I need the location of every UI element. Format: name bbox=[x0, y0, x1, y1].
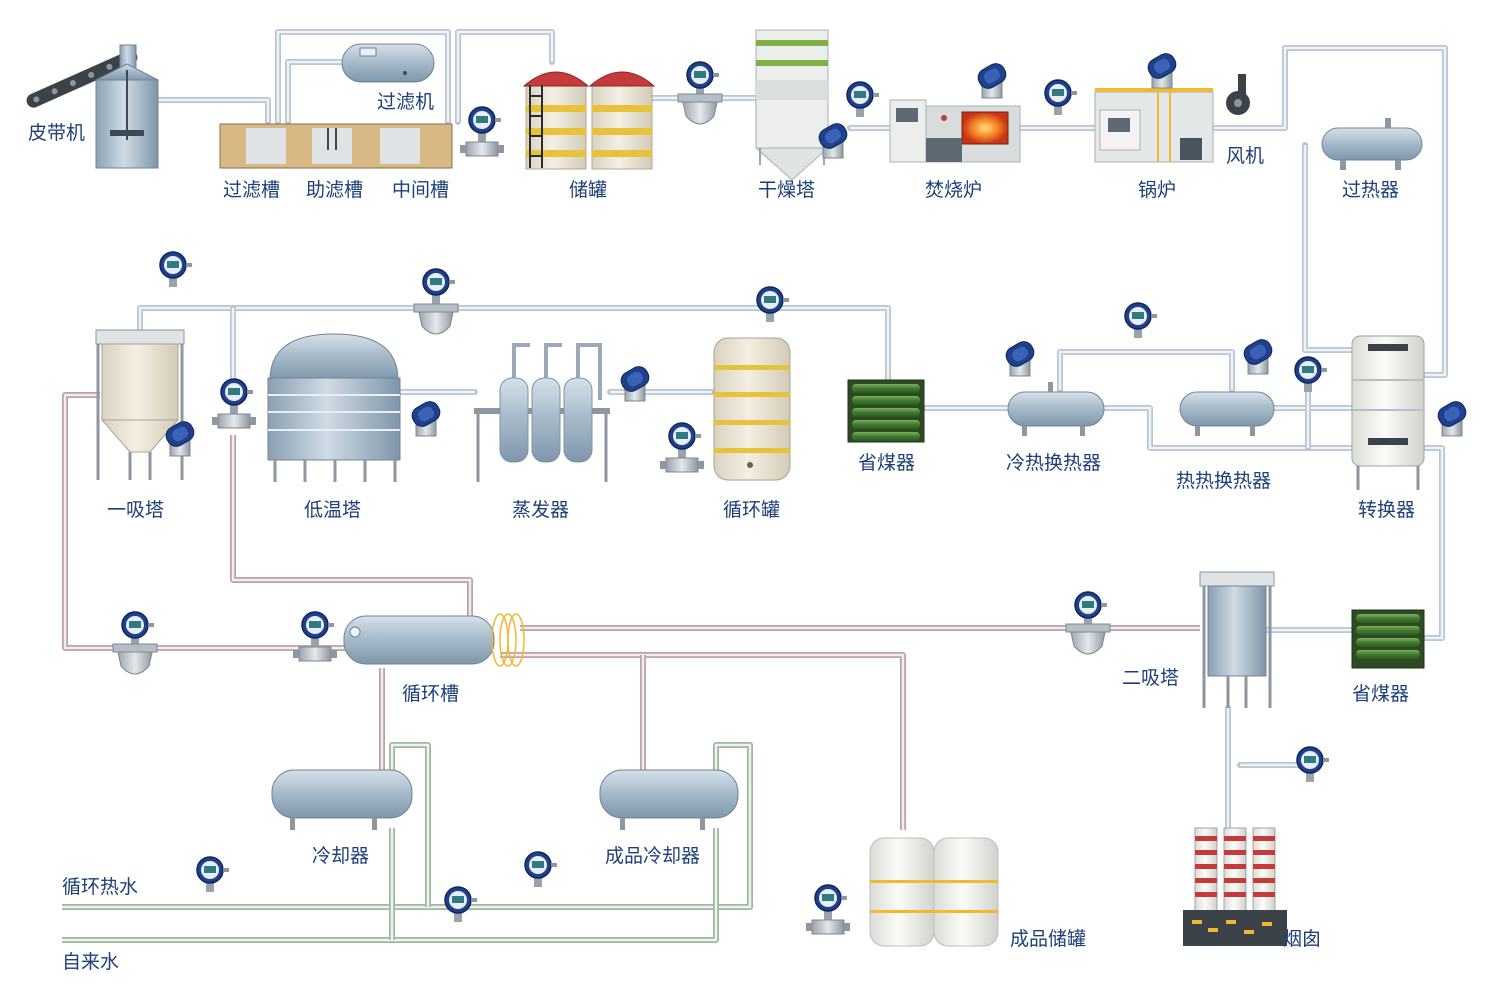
filter-machine bbox=[341, 43, 435, 83]
superheater bbox=[1321, 118, 1423, 170]
circulation-trough bbox=[343, 613, 525, 667]
label-filter-tank: 过滤槽 bbox=[223, 179, 280, 201]
filter-troughs bbox=[219, 123, 453, 169]
label-evaporator: 蒸发器 bbox=[512, 499, 569, 521]
label-economizer1: 省煤器 bbox=[858, 452, 915, 474]
label-converter: 转换器 bbox=[1358, 499, 1415, 521]
equipment-labels: 皮带机 过滤机 过滤槽 助滤槽 中间槽 储罐 干燥塔 焚烧炉 锅炉 风机 过热器… bbox=[28, 91, 1415, 973]
evaporator bbox=[474, 343, 610, 482]
hot-heat-exchanger bbox=[1179, 391, 1275, 436]
label-aid-tank: 助滤槽 bbox=[306, 179, 363, 201]
label-economizer2: 省煤器 bbox=[1352, 683, 1409, 705]
low-temp-tower bbox=[267, 333, 401, 482]
boiler bbox=[1094, 88, 1214, 163]
storage-tanks bbox=[522, 71, 656, 170]
label-absorber2: 二吸塔 bbox=[1122, 667, 1179, 689]
absorber-tower-2 bbox=[1199, 571, 1275, 708]
label-hot-hx: 热热换热器 bbox=[1176, 470, 1271, 492]
label-belt: 皮带机 bbox=[28, 122, 85, 144]
label-dryer: 干燥塔 bbox=[758, 179, 815, 201]
converter bbox=[1351, 335, 1425, 490]
product-cooler bbox=[599, 769, 739, 830]
label-cold-hx: 冷热换热器 bbox=[1006, 452, 1101, 474]
label-low-temp: 低温塔 bbox=[304, 499, 361, 521]
label-hot-water: 循环热水 bbox=[62, 876, 138, 898]
absorber-tower-1 bbox=[95, 329, 185, 480]
label-tap-water: 自来水 bbox=[62, 951, 119, 973]
chimney bbox=[1183, 827, 1287, 946]
label-circ-tank: 循环罐 bbox=[723, 499, 780, 521]
label-product-storage: 成品储罐 bbox=[1010, 928, 1086, 950]
label-fan: 风机 bbox=[1226, 145, 1264, 167]
label-absorber1: 一吸塔 bbox=[107, 499, 164, 521]
incinerator bbox=[889, 99, 1021, 163]
drying-tower bbox=[754, 29, 830, 181]
cold-heat-exchanger bbox=[1007, 382, 1105, 436]
label-chimney: 烟囱 bbox=[1283, 928, 1321, 950]
label-incinerator: 焚烧炉 bbox=[925, 179, 982, 201]
label-storage: 储罐 bbox=[569, 179, 607, 201]
label-superheater: 过热器 bbox=[1342, 179, 1399, 201]
label-mid-tank: 中间槽 bbox=[392, 179, 449, 201]
fan bbox=[1226, 74, 1250, 115]
economizer-2 bbox=[1351, 609, 1425, 669]
label-boiler: 锅炉 bbox=[1138, 179, 1176, 201]
label-cooler: 冷却器 bbox=[312, 845, 369, 867]
label-product-cooler: 成品冷却器 bbox=[605, 845, 700, 867]
economizer-1 bbox=[847, 379, 925, 443]
circulation-tank bbox=[713, 337, 791, 481]
label-filter-machine: 过滤机 bbox=[377, 91, 434, 113]
pipework bbox=[62, 29, 1448, 943]
cooler bbox=[271, 769, 413, 830]
mixing-tank bbox=[95, 44, 159, 169]
label-circ-trough: 循环槽 bbox=[402, 683, 459, 705]
product-storage-tanks bbox=[869, 837, 999, 947]
